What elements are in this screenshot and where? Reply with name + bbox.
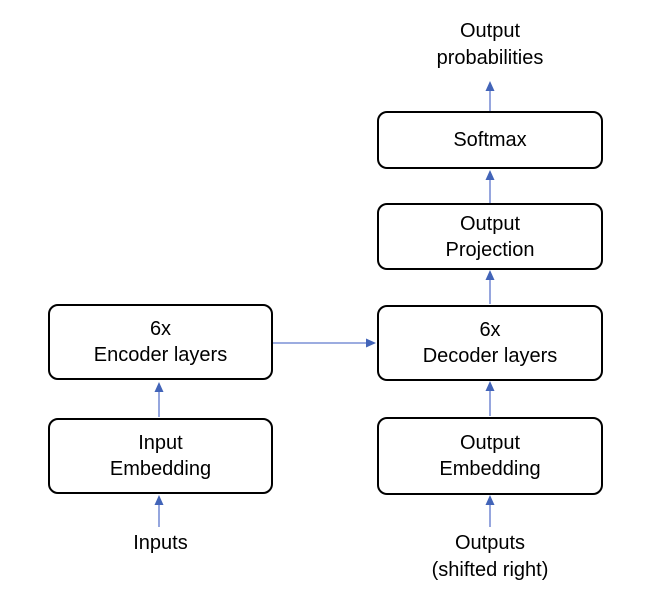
arrow-softmax-to-output-probabilities: [485, 81, 495, 111]
arrow-output-embedding-to-decoder: [485, 381, 495, 416]
input-embedding-line1: Input: [138, 432, 183, 454]
output-projection-node: Output Projection: [377, 203, 603, 270]
inputs-label: Inputs: [133, 532, 188, 554]
output-embedding-line1: Output: [459, 432, 521, 454]
softmax-node: Softmax: [377, 111, 603, 169]
outputs-label: Outputs (shifted right): [377, 530, 603, 584]
output-projection-line2: Projection: [445, 238, 535, 261]
arrow-decoder-to-output-projection: [485, 270, 495, 304]
encoder-layers-node: 6x Encoder layers: [48, 304, 273, 380]
input-embedding-node: Input Embedding: [48, 418, 273, 494]
outputs-line2: (shifted right): [431, 559, 549, 581]
output-projection-line1: Output: [459, 212, 521, 235]
output-probabilities-line1: Output: [459, 20, 521, 42]
arrow-input-embedding-to-encoder: [154, 382, 164, 417]
arrow-output-projection-to-softmax: [485, 170, 495, 203]
outputs-line1: Outputs: [454, 532, 526, 554]
decoder-line1: 6x: [479, 319, 501, 341]
decoder-layers-node: 6x Decoder layers: [377, 305, 603, 381]
output-embedding-node: Output Embedding: [377, 417, 603, 495]
arrow-encoder-to-decoder: [273, 338, 376, 348]
output-probabilities-line2: probabilities: [436, 47, 544, 69]
output-embedding-line2: Embedding: [439, 458, 541, 480]
arrow-inputs-to-input-embedding: [154, 495, 164, 527]
arrow-outputs-to-output-embedding: [485, 495, 495, 527]
input-embedding-line2: Embedding: [109, 458, 212, 480]
encoder-line2: Encoder layers: [93, 344, 228, 366]
encoder-line1: 6x: [149, 318, 172, 340]
decoder-line2: Decoder layers: [422, 345, 558, 367]
softmax-label: Softmax: [453, 129, 527, 151]
output-probabilities-label: Output probabilities: [377, 18, 603, 72]
